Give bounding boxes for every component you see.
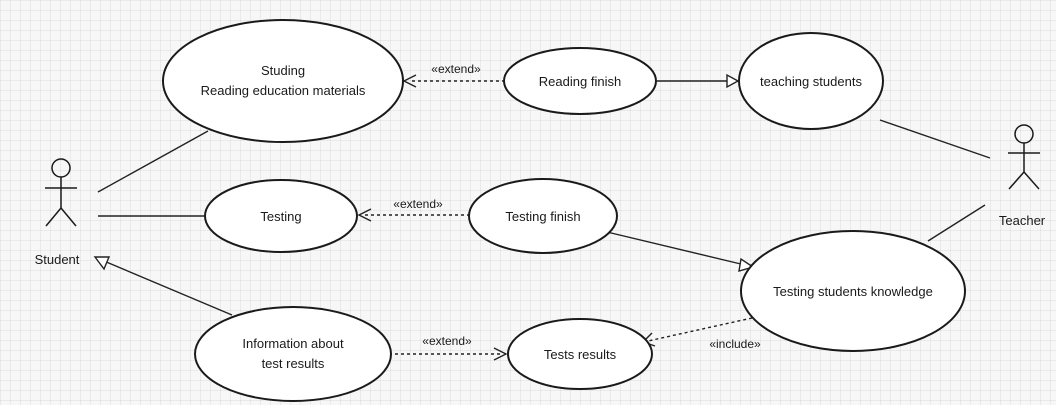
teacher-right-leg xyxy=(1023,171,1040,190)
actor-teacher[interactable]: Teacher xyxy=(999,124,1046,228)
use-case-testing-students-knowledge[interactable]: Testing students knowledge xyxy=(740,230,966,352)
use-case-testing-ellipse xyxy=(204,179,358,253)
use-case-information-test-results-line1: Information about xyxy=(242,336,344,351)
use-case-reading-finish-label: Reading finish xyxy=(539,74,621,89)
use-case-tests-results-ellipse xyxy=(507,318,653,390)
extend-arrowhead-testing xyxy=(357,208,372,222)
use-case-tests-results[interactable]: Tests results xyxy=(507,318,653,390)
extend-label-testing: «extend» xyxy=(393,197,443,211)
use-case-information-test-results[interactable]: Information about test results xyxy=(194,306,392,402)
teacher-left-leg xyxy=(1008,171,1025,190)
use-case-testing[interactable]: Testing xyxy=(204,179,358,253)
use-case-teaching-students-ellipse xyxy=(738,32,884,130)
use-case-testing-label: Testing xyxy=(260,209,301,224)
teacher-head xyxy=(1014,124,1034,144)
extend-arrowhead-results xyxy=(493,347,508,361)
use-case-reading-finish[interactable]: Reading finish xyxy=(503,47,657,115)
association-teacher-teaching xyxy=(879,119,991,159)
relation-testing-finish-knowledge xyxy=(606,231,746,266)
use-case-studing-ellipse xyxy=(162,19,404,143)
use-case-information-test-results-line2: test results xyxy=(262,356,325,371)
association-teacher-testing-knowledge xyxy=(927,204,986,242)
use-case-testing-students-knowledge-label: Testing students knowledge xyxy=(773,284,933,299)
use-case-information-test-results-ellipse xyxy=(194,306,392,402)
use-case-testing-students-knowledge-ellipse xyxy=(740,230,966,352)
use-case-studing[interactable]: Studing Reading education materials xyxy=(162,19,404,143)
association-student-studing xyxy=(97,130,209,193)
use-case-testing-finish-label: Testing finish xyxy=(505,209,580,224)
student-right-leg xyxy=(60,207,77,227)
extend-label-reading: «extend» xyxy=(431,62,481,76)
generalization-arrowhead xyxy=(93,256,111,271)
use-case-teaching-students[interactable]: teaching students xyxy=(738,32,884,130)
student-left-leg xyxy=(45,207,62,227)
use-case-reading-finish-ellipse xyxy=(503,47,657,115)
generalization-line-information-student xyxy=(103,260,233,316)
relation-reading-teaching-arrowhead xyxy=(726,73,740,89)
student-head xyxy=(51,158,71,178)
actor-student[interactable]: Student xyxy=(35,158,80,267)
use-case-testing-finish-ellipse xyxy=(468,178,618,254)
teacher-stick-figure-icon xyxy=(1008,124,1040,190)
teacher-label: Teacher xyxy=(999,213,1046,228)
use-case-tests-results-label: Tests results xyxy=(544,347,617,362)
use-case-studing-line1: Studing xyxy=(261,63,305,78)
extend-label-results: «extend» xyxy=(422,334,472,348)
student-stick-figure-icon xyxy=(45,158,77,227)
include-label-results: «include» xyxy=(709,337,761,351)
student-label: Student xyxy=(35,252,80,267)
use-case-testing-finish[interactable]: Testing finish xyxy=(468,178,618,254)
use-case-studing-line2: Reading education materials xyxy=(201,83,366,98)
use-case-teaching-students-label: teaching students xyxy=(760,74,862,89)
